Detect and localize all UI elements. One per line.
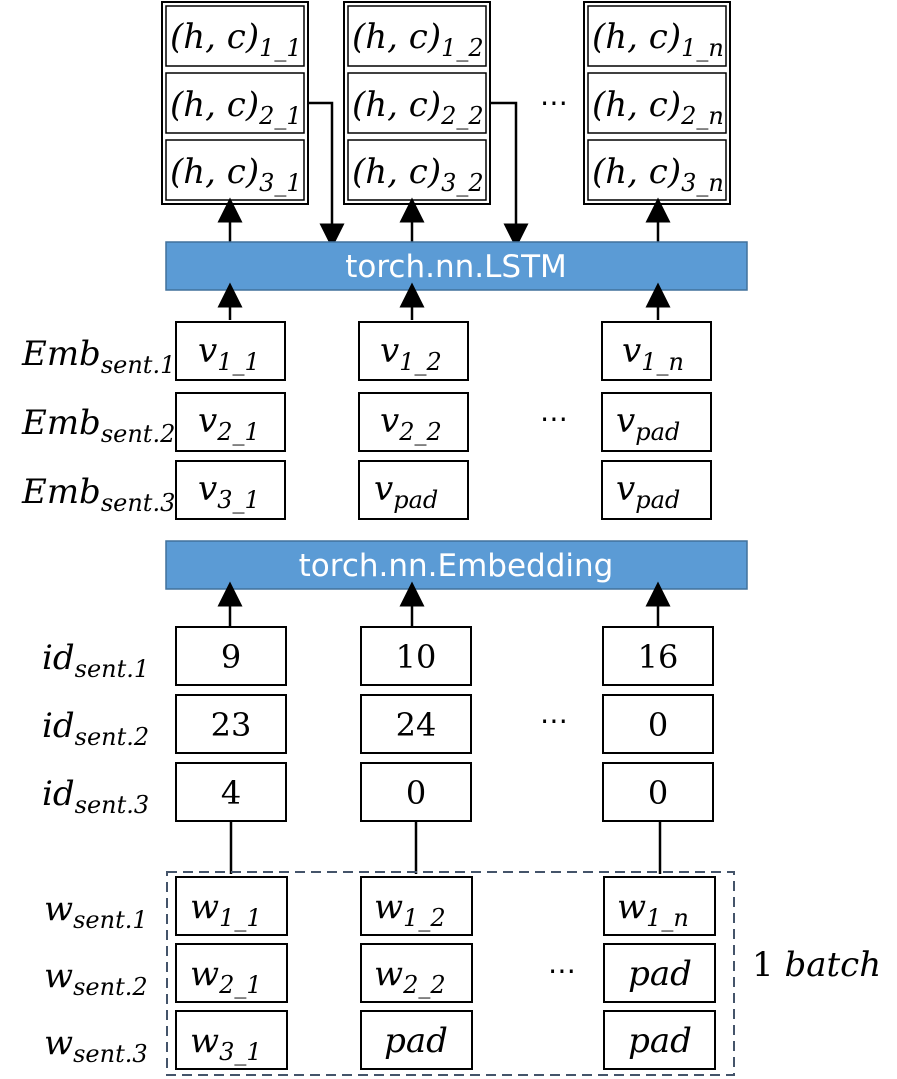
emb-2-2: v2_2	[380, 401, 442, 446]
state-2-1: (h, c)2_1	[170, 85, 302, 130]
state-3-2: (h, c)3_2	[352, 152, 484, 197]
state-1-2: (h, c)1_2	[352, 17, 484, 62]
embedding-cells	[175, 321, 712, 520]
word-row-label-2: wsent.2	[44, 956, 148, 1001]
lstm-layer-band	[165, 241, 748, 291]
recurrent-arrow-2	[490, 101, 529, 249]
word-2-n: pad	[628, 954, 692, 994]
id-2-2: 24	[396, 706, 437, 744]
word-row-label-1: wsent.1	[44, 889, 148, 934]
emb-1-1: v1_1	[198, 331, 260, 376]
recurrent-arrow-1	[308, 101, 345, 249]
id-row-label-2: idsent.2	[42, 706, 149, 751]
state-3-n: (h, c)3_n	[592, 152, 724, 197]
state-stack-col1	[161, 1, 309, 205]
id-row-label-1: idsent.1	[42, 638, 149, 683]
word-3-2: pad	[384, 1021, 448, 1061]
id-cells	[175, 626, 714, 822]
lstm-layer-label: torch.nn.LSTM	[345, 249, 567, 285]
emb-row-label-2: Embsent.2	[21, 403, 175, 448]
id-row-label-3: idsent.3	[42, 774, 149, 819]
emb-row-label-3: Embsent.3	[21, 472, 175, 517]
word-2-1: w2_1	[190, 954, 262, 999]
emb-row-label-1: Embsent.1	[21, 334, 175, 379]
state-1-1: (h, c)1_1	[170, 17, 302, 62]
word-cells	[175, 876, 716, 1070]
state-2-2: (h, c)2_2	[352, 85, 484, 130]
id-1-2: 10	[396, 638, 437, 676]
word-1-n: w1_n	[617, 887, 689, 932]
word-row-label-3: wsent.3	[44, 1023, 148, 1068]
emb-1-n: v1_n	[622, 331, 684, 376]
id-3-1: 4	[221, 774, 241, 812]
word-2-2: w2_2	[374, 954, 446, 999]
state-stack-coln	[583, 1, 731, 205]
emb-1-2: v1_2	[380, 331, 442, 376]
emb-3-n: vpad	[616, 469, 680, 514]
state-1-n: (h, c)1_n	[592, 17, 724, 62]
id-1-1: 9	[221, 638, 241, 676]
word-3-n: pad	[628, 1021, 692, 1061]
state-3-1: (h, c)3_1	[170, 152, 302, 197]
word-3-1: w3_1	[190, 1021, 262, 1066]
state-2-n: (h, c)2_n	[592, 85, 724, 130]
word-1-2: w1_2	[374, 887, 446, 932]
batch-label: 1 batch	[752, 945, 881, 985]
id-2-1: 23	[211, 706, 252, 744]
embedding-layer-label: torch.nn.Embedding	[299, 548, 614, 584]
id-3-n: 0	[648, 774, 668, 812]
emb-2-1: v2_1	[198, 401, 260, 446]
word-ellipsis: ⋯	[548, 954, 576, 987]
id-2-n: 0	[648, 706, 668, 744]
emb-2-n: vpad	[616, 401, 680, 446]
word-1-1: w1_1	[190, 887, 262, 932]
id-3-2: 0	[406, 774, 426, 812]
id-1-n: 16	[638, 638, 679, 676]
state-ellipsis: ⋯	[540, 86, 568, 119]
id-ellipsis: ⋯	[540, 704, 568, 737]
emb-3-1: v3_1	[198, 469, 260, 514]
emb-3-2: vpad	[374, 469, 438, 514]
embedding-layer-band	[165, 540, 748, 590]
emb-ellipsis: ⋯	[540, 402, 568, 435]
